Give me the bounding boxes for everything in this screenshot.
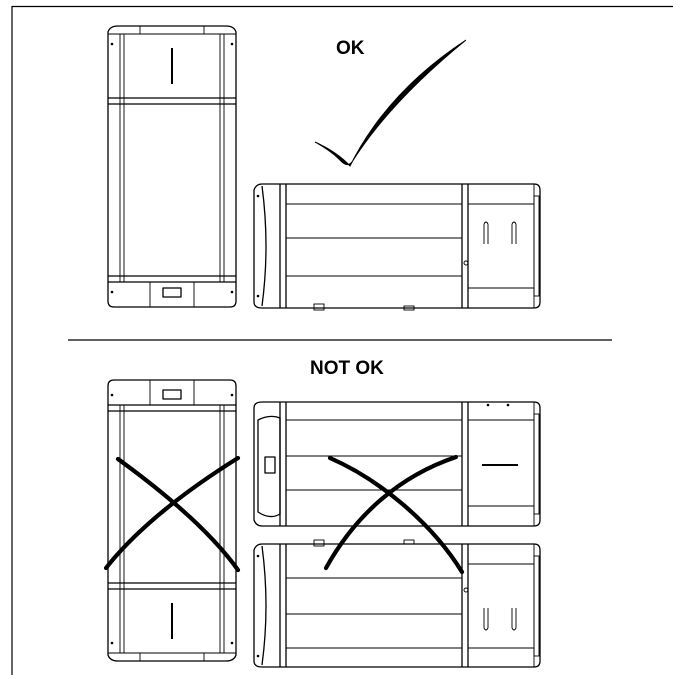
- cross-icon: [323, 454, 465, 575]
- not-ok-label: NOT OK: [310, 358, 384, 379]
- unit-horizontal-ok: [253, 183, 541, 311]
- ok-label: OK: [336, 38, 365, 59]
- unit-vertical-upside-down: [107, 379, 237, 662]
- unit-horizontal-wrong-upper: [253, 401, 541, 527]
- unit-vertical-ok: [107, 25, 237, 308]
- cross-icon: [103, 455, 241, 573]
- checkmark-icon: [314, 39, 467, 167]
- unit-horizontal-wrong-lower: [253, 539, 541, 668]
